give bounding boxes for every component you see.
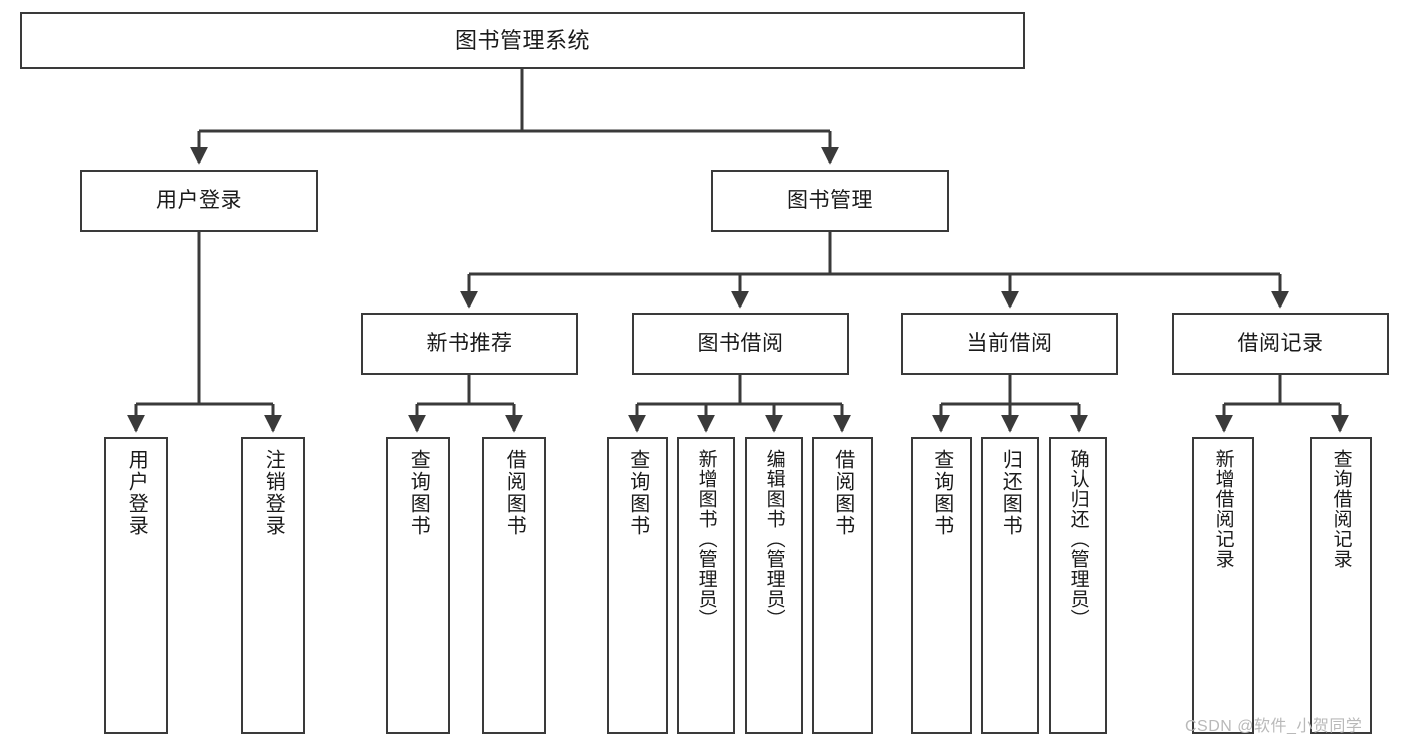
node-label: 查询借阅记录 [1330,449,1352,569]
node-borrow-record[interactable]: 借阅记录 [1172,313,1389,375]
node-label: 借阅图书 [831,449,854,537]
node-label: 查询图书 [626,449,649,537]
leaf-book-borrow-query[interactable]: 查询图书 [607,437,668,734]
leaf-book-borrow-add[interactable]: 新增图书（管理员） [677,437,735,734]
node-user-login[interactable]: 用户登录 [80,170,318,232]
node-label: 图书管理 [787,188,873,212]
node-label: 查询图书 [930,449,953,537]
leaf-book-borrow-borrow[interactable]: 借阅图书 [812,437,873,734]
node-label: 借阅图书 [503,449,526,537]
node-label: 新增借阅记录 [1212,449,1234,569]
leaf-user-login-logout[interactable]: 注销登录 [241,437,305,734]
leaf-current-borrow-return[interactable]: 归还图书 [981,437,1039,734]
node-label: 确认归还（管理员） [1067,449,1089,629]
node-book-borrow[interactable]: 图书借阅 [632,313,849,375]
node-label: 图书借阅 [697,331,784,355]
leaf-current-borrow-query[interactable]: 查询图书 [911,437,972,734]
node-new-book-recommend[interactable]: 新书推荐 [361,313,578,375]
node-label: 编辑图书（管理员） [763,449,785,629]
node-label: 用户登录 [125,449,148,537]
leaf-current-borrow-confirm-return[interactable]: 确认归还（管理员） [1049,437,1107,734]
leaf-borrow-record-query[interactable]: 查询借阅记录 [1310,437,1372,734]
leaf-user-login-login[interactable]: 用户登录 [104,437,168,734]
node-label: 新书推荐 [426,331,513,355]
node-label: 当前借阅 [966,331,1053,355]
leaf-book-borrow-edit[interactable]: 编辑图书（管理员） [745,437,803,734]
node-label: 借阅记录 [1237,331,1324,355]
node-label: 图书管理系统 [454,27,590,53]
leaf-borrow-record-add[interactable]: 新增借阅记录 [1192,437,1254,734]
node-book-management[interactable]: 图书管理 [711,170,949,232]
leaf-new-book-query[interactable]: 查询图书 [386,437,450,734]
node-label: 注销登录 [262,449,285,537]
node-label: 用户登录 [156,188,242,212]
node-current-borrow[interactable]: 当前借阅 [901,313,1118,375]
leaf-new-book-borrow[interactable]: 借阅图书 [482,437,546,734]
csdn-watermark: CSDN @软件_小贺同学 [1185,718,1363,735]
node-label: 新增图书（管理员） [695,449,717,629]
node-label: 查询图书 [407,449,430,537]
node-root-system[interactable]: 图书管理系统 [20,12,1025,69]
node-label: 归还图书 [999,449,1022,537]
